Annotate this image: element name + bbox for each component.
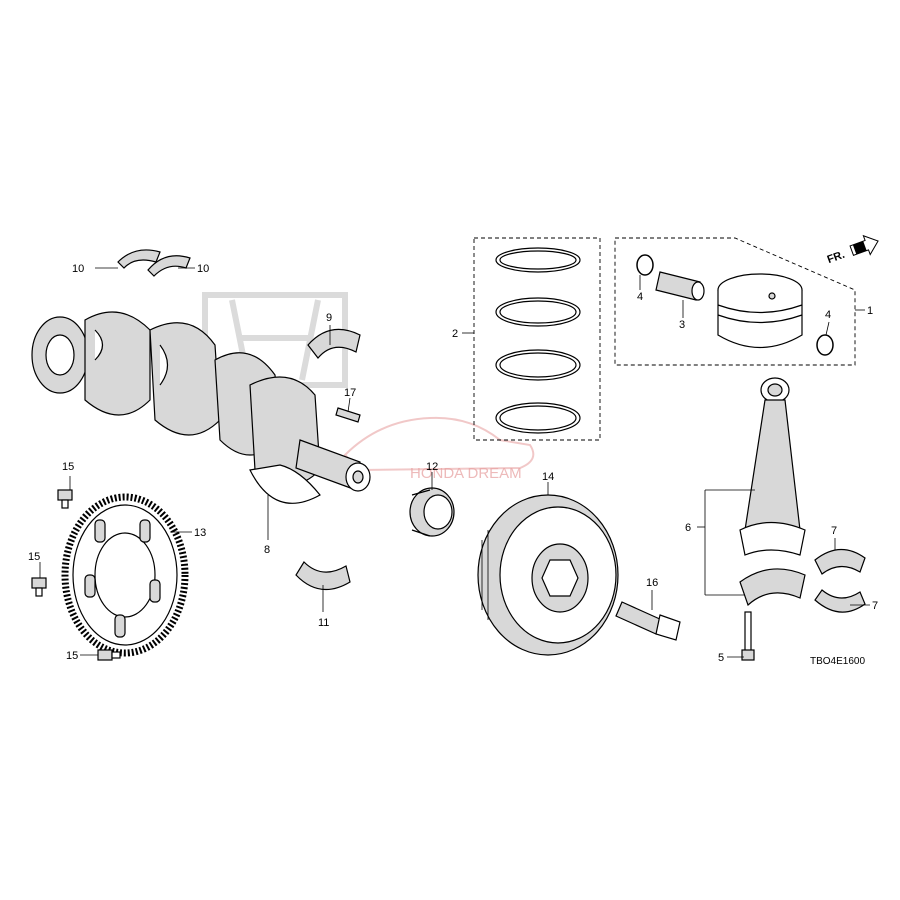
callout-15-top[interactable]: 15	[62, 461, 74, 473]
callout-13[interactable]: 13	[194, 527, 206, 539]
pulley-bolt[interactable]	[615, 601, 681, 641]
callout-10-left[interactable]: 10	[72, 263, 84, 275]
callout-5[interactable]: 5	[718, 652, 724, 664]
callout-7-bottom[interactable]: 7	[872, 600, 878, 612]
callout-15-middle[interactable]: 15	[28, 551, 40, 563]
bolt-15-top[interactable]	[57, 489, 73, 509]
main-bearing-lower[interactable]	[295, 561, 351, 591]
callout-15-bottom[interactable]: 15	[66, 650, 78, 662]
connecting-rod[interactable]	[739, 377, 806, 556]
callout-14[interactable]: 14	[542, 471, 554, 483]
rod-bearing-lower[interactable]	[814, 589, 866, 613]
front-direction-indicator: FR.	[826, 234, 879, 266]
woodruff-key[interactable]	[335, 407, 361, 423]
watermark-text: HONDA DREAM	[410, 465, 522, 482]
callout-9[interactable]: 9	[326, 312, 332, 324]
snap-ring-left[interactable]	[636, 254, 654, 276]
callout-6[interactable]: 6	[685, 522, 691, 534]
callout-8[interactable]: 8	[264, 544, 270, 556]
reluctor-ring[interactable]	[61, 493, 189, 657]
crankshaft[interactable]	[31, 311, 371, 504]
thrust-washer-upper[interactable]	[117, 249, 191, 277]
rod-bolt[interactable]	[741, 611, 755, 661]
rod-bearing-upper[interactable]	[814, 548, 866, 575]
callout-4-right[interactable]: 4	[825, 309, 831, 321]
leader-lines	[39, 267, 870, 658]
piston-ring-set[interactable]	[473, 237, 601, 441]
callout-2[interactable]: 2	[452, 328, 458, 340]
crankshaft-pulley[interactable]	[477, 494, 619, 656]
oil-seal[interactable]	[409, 487, 455, 537]
bolt-15-bottom[interactable]	[97, 649, 121, 661]
callout-10-right[interactable]: 10	[197, 263, 209, 275]
diagram-code: TBO4E1600	[810, 656, 865, 667]
main-bearing-upper[interactable]	[307, 328, 361, 359]
callout-1[interactable]: 1	[867, 305, 873, 317]
piston-assembly[interactable]	[614, 237, 856, 366]
callout-17[interactable]: 17	[344, 387, 356, 399]
snap-ring-right[interactable]	[816, 334, 834, 356]
callout-4-left[interactable]: 4	[637, 291, 643, 303]
callout-7-top[interactable]: 7	[831, 525, 837, 537]
front-direction-label: FR.	[826, 249, 847, 266]
callout-16[interactable]: 16	[646, 577, 658, 589]
callout-3[interactable]: 3	[679, 319, 685, 331]
car-watermark-icon	[343, 416, 535, 472]
callout-11[interactable]: 11	[318, 617, 329, 629]
piston-pin[interactable]	[655, 271, 705, 301]
connecting-rod-cap[interactable]	[739, 568, 806, 607]
bolt-15-middle[interactable]	[31, 577, 47, 597]
callout-12[interactable]: 12	[426, 461, 438, 473]
